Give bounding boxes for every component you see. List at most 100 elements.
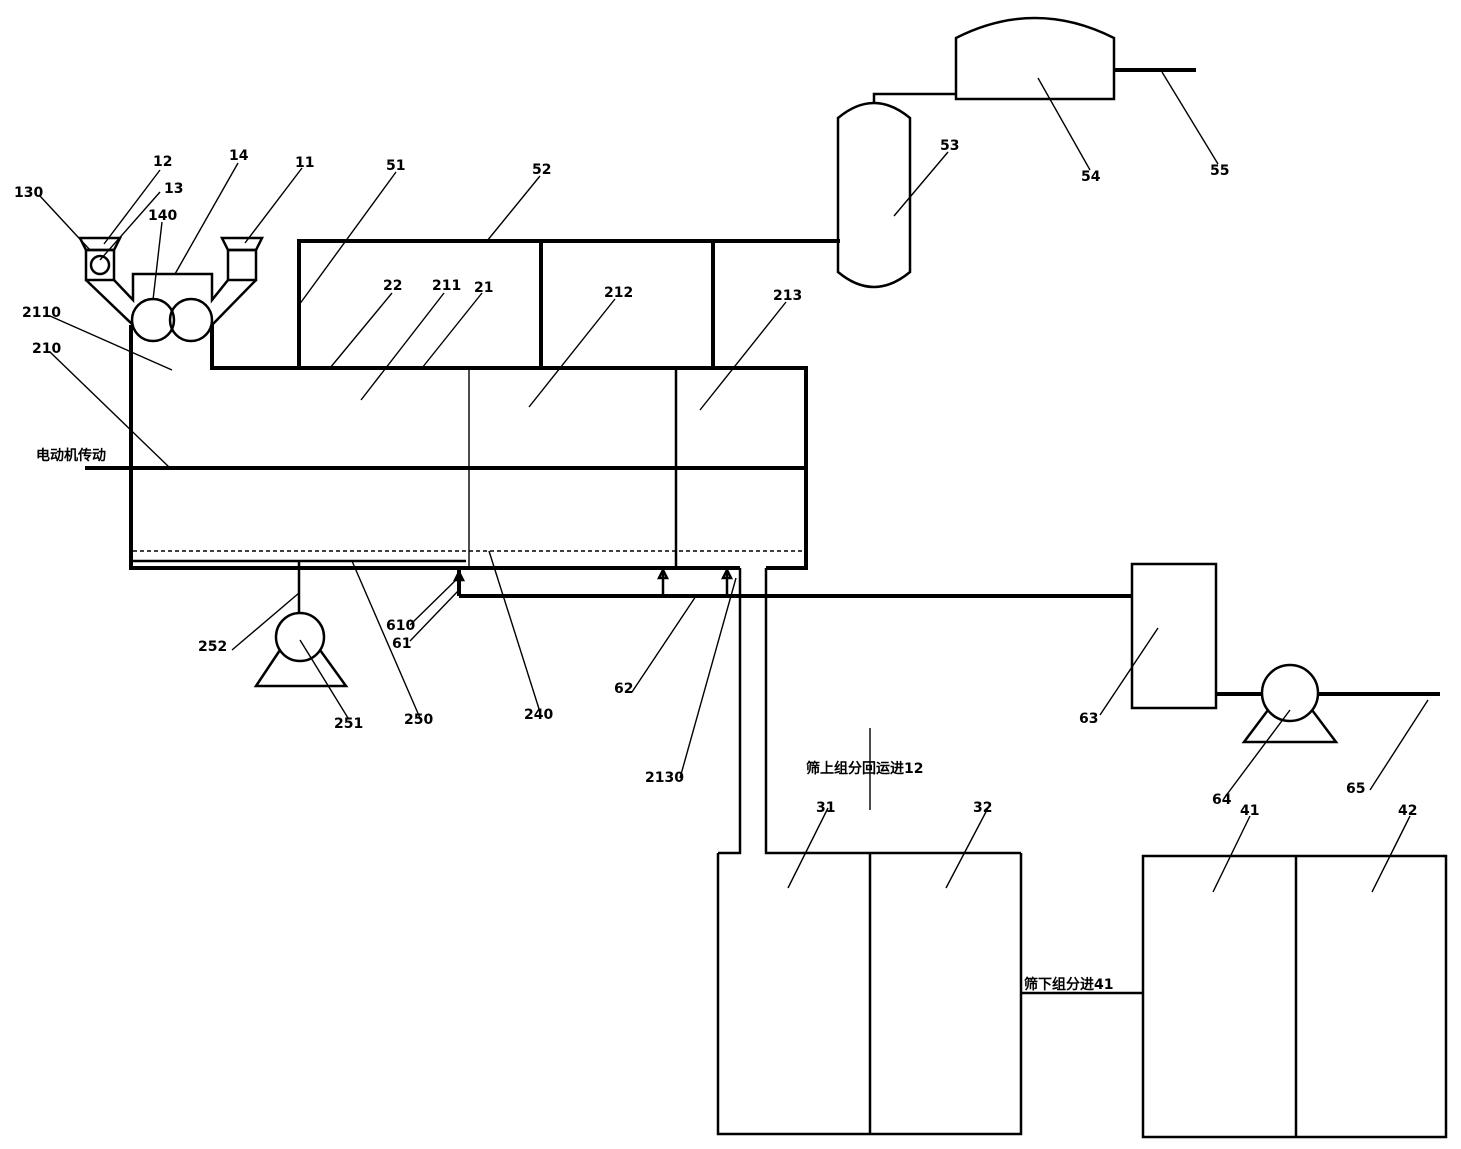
label-251: 251 [334,716,363,732]
crusher-roller-right [168,297,214,343]
leader-11 [244,167,303,244]
tank-54 [954,16,1196,101]
leader-2130 [679,577,737,779]
label-32: 32 [973,800,992,816]
tanks-41-42 [1021,854,1448,1139]
vessel-53-body [836,101,912,289]
valve-212-drain [656,567,670,580]
leader-12 [103,169,161,245]
label-53: 53 [940,138,959,154]
box-63 [1130,562,1218,710]
label-2130: 2130 [645,770,684,786]
leader-31 [787,807,829,889]
label-21: 21 [474,280,493,296]
leader-55 [1161,71,1219,165]
label-13: 13 [164,181,183,197]
leader-211 [360,292,445,401]
label-250: 250 [404,712,433,728]
leader-62 [631,595,697,693]
leader-212 [528,298,616,408]
leader-53 [893,151,949,217]
chute-2130-left [718,568,742,855]
label-252: 252 [198,639,227,655]
label-31: 31 [816,800,835,816]
label-12: 12 [153,154,172,170]
undersize-to-41-label: 筛下组分进41 [1024,976,1113,993]
vessel-53-outlet [872,92,956,102]
tank-54-body [954,16,1116,101]
label-61: 61 [392,636,411,652]
motor-drive-label: 电动机传动 [36,447,106,464]
pump-251-body [274,611,326,663]
leader-22 [329,292,393,369]
label-213: 213 [773,288,802,304]
label-140: 140 [148,208,177,224]
leader-42 [1371,815,1411,893]
leader-251 [299,639,349,719]
hopper-11-box [226,248,258,282]
label-63: 63 [1079,711,1098,727]
label-2110: 2110 [22,305,61,321]
label-212: 212 [604,285,633,301]
gas-pipe-51 [297,239,840,368]
leader-64 [1224,709,1291,798]
leader-lines [39,71,1429,893]
leader-21 [421,292,483,369]
leader-130 [39,195,91,251]
label-65: 65 [1346,781,1365,797]
separator-63 [1130,562,1440,744]
leader-240 [488,550,541,713]
valve-610 [452,569,466,582]
label-54: 54 [1081,169,1101,185]
label-130: 130 [14,185,43,201]
label-55: 55 [1210,163,1229,179]
gas-piping [297,239,840,368]
label-51: 51 [386,158,405,174]
pump-251 [253,561,349,688]
label-211: 211 [432,278,461,294]
leader-252 [231,592,300,651]
pump-251-base [253,649,349,688]
label-64: 64 [1212,792,1232,808]
hopper-11 [219,236,265,252]
label-52: 52 [532,162,551,178]
label-210: 210 [32,341,61,357]
tank-41-42-outline [1141,854,1448,1139]
label-22: 22 [383,278,402,294]
leader-213 [699,301,787,411]
label-240: 240 [524,707,553,723]
leader-51 [298,171,397,306]
crusher-roller-left [130,297,176,343]
feed-crusher-unit [77,236,265,343]
leader-41 [1212,815,1251,893]
solid-outlet-2130 [718,568,1021,855]
leader-52 [486,175,541,242]
label-11: 11 [295,155,314,171]
main-reactor-21 [85,325,808,570]
number-labels: 130 12 13 140 14 11 2110 210 51 52 22 21… [14,138,1417,819]
leader-14 [174,162,239,275]
meter-13-icon [89,254,111,276]
leader-54 [1037,77,1091,171]
oversize-return-label: 筛上组分回运进12 [806,760,923,777]
chute-2130-right [764,568,1021,855]
valve-213-drain [720,567,734,580]
label-610: 610 [386,618,415,634]
hopper-12-box [84,248,116,282]
leader-2110 [49,315,173,371]
label-42: 42 [1398,803,1417,819]
leader-32 [945,807,989,889]
pump-64-base [1241,709,1339,744]
leader-210 [49,351,171,469]
chute-14 [85,272,257,326]
tanks-31-32 [716,728,1023,1136]
vessel-53 [836,92,956,289]
leader-13 [99,191,161,261]
label-41: 41 [1240,803,1259,819]
pump-64-body [1260,663,1320,723]
label-62: 62 [614,681,633,697]
leader-250 [351,560,421,719]
leader-610 [409,577,459,626]
label-14: 14 [229,148,249,164]
